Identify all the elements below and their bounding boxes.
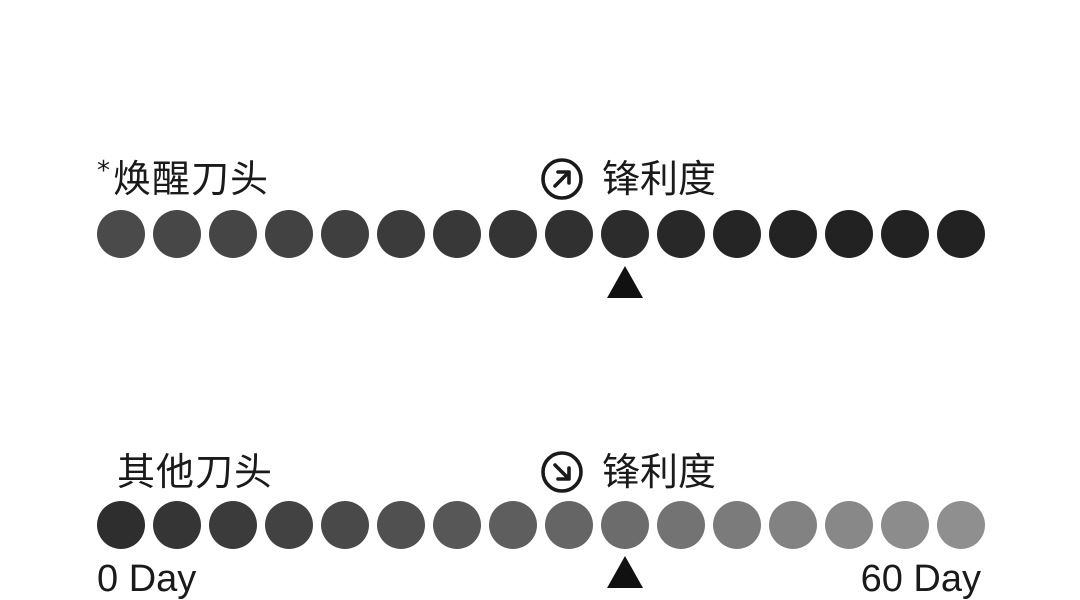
scale-dot [713, 501, 761, 549]
axis-start-label: 0 Day [97, 558, 197, 600]
scale-dot [601, 501, 649, 549]
axis-end-label: 60 Day [860, 558, 981, 600]
scale-dot [769, 210, 817, 258]
scale-dot [265, 210, 313, 258]
scale-dot [657, 210, 705, 258]
scale-dot [937, 501, 985, 549]
row-label-text: 其他刀头 [117, 450, 274, 494]
asterisk-marker: * [97, 156, 111, 186]
scale-dot [97, 210, 145, 258]
scale-dot [545, 501, 593, 549]
scale-dot [489, 501, 537, 549]
scale-dot [209, 501, 257, 549]
scale-dot [825, 501, 873, 549]
scale-dot [825, 210, 873, 258]
scale-dot [881, 501, 929, 549]
scale-dot [937, 210, 985, 258]
row-label-other-head: 其他刀头 [117, 453, 273, 491]
scale-dot [265, 501, 313, 549]
scale-dot [97, 501, 145, 549]
position-marker-triangle [607, 556, 643, 588]
scale-dot [433, 501, 481, 549]
scale-dot [489, 210, 537, 258]
metric-sharpness-down: 锋利度 [540, 450, 716, 494]
position-marker-triangle [607, 266, 643, 298]
scale-dot [601, 210, 649, 258]
scale-dot [545, 210, 593, 258]
scale-dot [321, 501, 369, 549]
metric-label: 锋利度 [602, 450, 717, 494]
metric-sharpness-up: 锋利度 [540, 157, 716, 201]
scale-dot [153, 210, 201, 258]
scale-dot [713, 210, 761, 258]
scale-dot [769, 501, 817, 549]
row-label-text: 焕醒刀头 [113, 157, 270, 201]
scale-dot [321, 210, 369, 258]
arrow-up-right-circle-icon [541, 158, 583, 200]
arrow-down-right-circle-icon [541, 451, 583, 493]
scale-dot [657, 501, 705, 549]
scale-dot [209, 210, 257, 258]
scale-dot [377, 210, 425, 258]
metric-label: 锋利度 [602, 157, 717, 201]
row-label-awakened-head: *焕醒刀头 [97, 156, 270, 201]
scale-dot [377, 501, 425, 549]
dot-scale-other-head [97, 501, 985, 549]
scale-dot [433, 210, 481, 258]
scale-dot [153, 501, 201, 549]
scale-dot [881, 210, 929, 258]
dot-scale-awakened-head [97, 210, 985, 258]
